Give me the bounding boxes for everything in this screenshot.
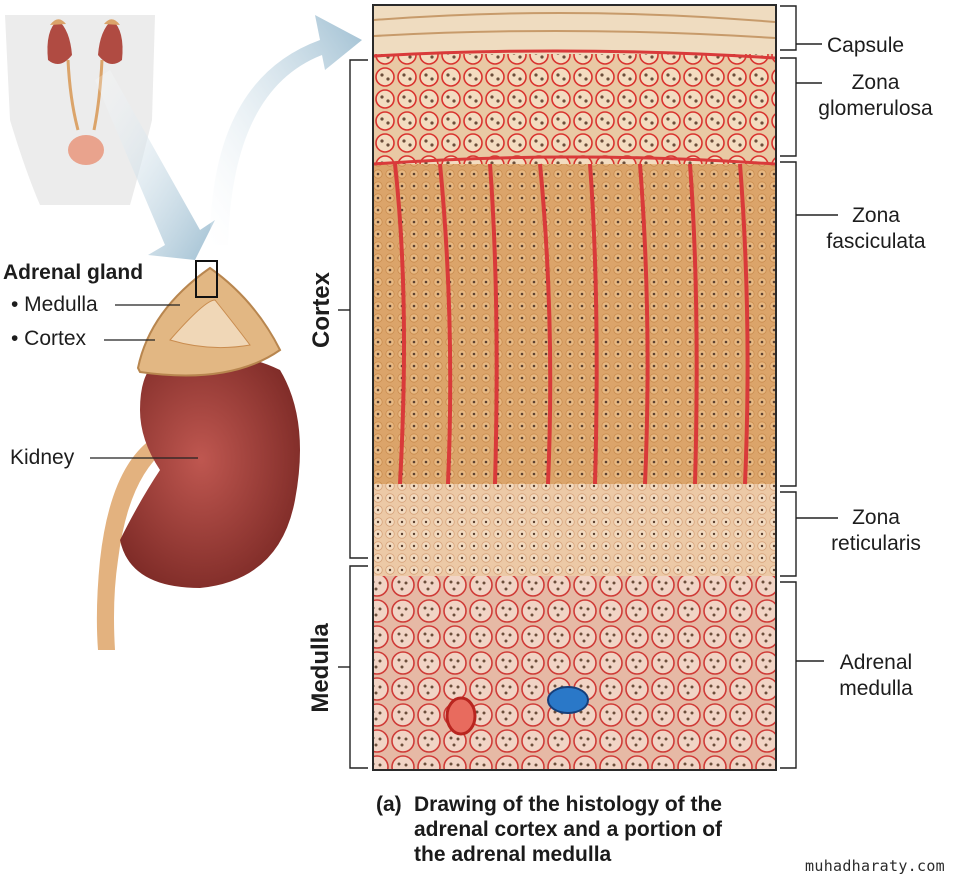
histology-section — [372, 4, 777, 771]
label-cortex-vertical: Cortex — [308, 271, 335, 349]
label-zona-glomerulosa-line2: glomerulosa — [818, 97, 933, 120]
label-zona-reticularis-line2: reticularis — [831, 532, 921, 555]
zoom-box — [195, 260, 218, 298]
label-medulla-bullet: • Medulla — [11, 293, 98, 316]
zona-reticularis-layer — [374, 484, 775, 576]
figure-caption: (a) Drawing of the histology of the adren… — [376, 792, 722, 867]
arrow-body-to-gland — [95, 70, 215, 260]
arrow-gland-to-histology — [210, 15, 362, 245]
left-brackets — [338, 59, 368, 769]
artery — [445, 696, 477, 736]
sinusoids — [373, 49, 776, 485]
label-zona-glomerulosa: Zona glomerulosa — [803, 70, 948, 122]
medulla-layer — [374, 576, 775, 769]
label-zona-fasciculata-line1: Zona — [852, 204, 900, 227]
vein — [547, 686, 589, 714]
label-zona-glomerulosa-line1: Zona — [851, 71, 900, 94]
body-silhouette — [5, 15, 155, 205]
caption-line2: adrenal cortex and a portion of — [414, 818, 723, 841]
label-adrenal-gland: Adrenal gland — [3, 261, 144, 284]
caption-line1: Drawing of the histology of the — [414, 793, 722, 816]
label-zona-reticularis-line1: Zona — [852, 506, 900, 529]
label-adrenal-medulla: Adrenal medulla — [806, 650, 946, 702]
label-kidney: Kidney — [10, 446, 75, 469]
label-zona-fasciculata-line2: fasciculata — [826, 230, 926, 253]
label-zona-reticularis: Zona reticularis — [806, 505, 946, 557]
right-brackets — [780, 5, 838, 769]
caption-line3: the adrenal medulla — [414, 843, 612, 866]
zona-glomerulosa-layer — [374, 54, 775, 164]
label-zona-fasciculata: Zona fasciculata — [806, 203, 946, 255]
zona-fasciculata-layer — [374, 164, 775, 484]
caption-tag: (a) — [376, 793, 402, 816]
adrenal-gland-illustration — [136, 260, 282, 377]
label-capsule: Capsule — [827, 34, 905, 57]
label-adrenal-medulla-line1: Adrenal — [839, 651, 913, 674]
label-adrenal-medulla-line2: medulla — [839, 677, 913, 700]
kidney-illustration — [96, 354, 300, 650]
watermark-credit: muhadharaty.com — [805, 857, 945, 875]
label-cortex-bullet: • Cortex — [11, 327, 87, 350]
label-medulla-vertical: Medulla — [307, 623, 334, 713]
